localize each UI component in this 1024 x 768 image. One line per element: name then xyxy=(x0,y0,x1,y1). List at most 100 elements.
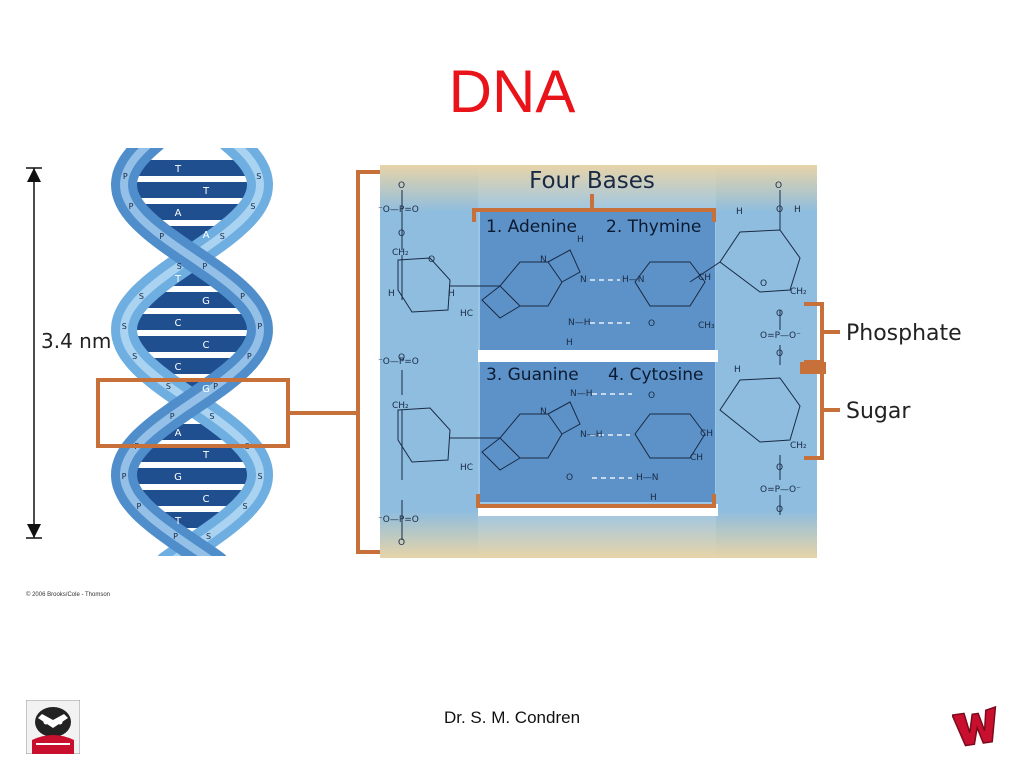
svg-text:N: N xyxy=(540,407,547,417)
four-bases-header: Four Bases xyxy=(529,168,655,194)
helix-rung-gap xyxy=(137,308,247,312)
helix-backbone-letter: S xyxy=(209,412,214,421)
svg-text:N—H: N—H xyxy=(580,430,603,440)
svg-text:O: O xyxy=(776,349,783,359)
helix-base-label: T xyxy=(202,186,210,197)
svg-text:O: O xyxy=(776,205,783,215)
helix-base-label: C xyxy=(203,340,210,351)
helix-backbone-letter: S xyxy=(256,172,261,181)
helix-rung-gap xyxy=(143,374,241,378)
helix-base-pair-rung xyxy=(137,292,247,308)
four-bases-bracket xyxy=(472,194,716,222)
helix-backbone-letter: P xyxy=(129,202,134,211)
helix-backbone-letter: S xyxy=(250,202,255,211)
helix-base-label: G xyxy=(174,472,182,483)
atom-labels: O ⁻O—P=O O CH₂ O H H O ⁻O—P=O CH₂ ⁻O—P=O… xyxy=(378,181,807,548)
helix-base-pair-rung xyxy=(128,160,256,176)
helix-base-pair-rung xyxy=(127,336,257,352)
helix-base-label: T xyxy=(174,164,182,175)
svg-text:CH: CH xyxy=(698,273,711,283)
helix-rung-gap xyxy=(132,506,252,510)
helix-base-label: A xyxy=(175,428,182,439)
helix-backbone-letter: P xyxy=(137,502,142,511)
slide-title: DNA xyxy=(448,58,576,125)
helix-backbone-letter: S xyxy=(139,292,144,301)
helix-rung-gap xyxy=(124,198,260,202)
helix-base-pair-rung xyxy=(124,314,260,330)
helix-backbone-letter: S xyxy=(166,382,171,391)
svg-text:H: H xyxy=(448,289,455,299)
helix-backbone-letter: S xyxy=(122,322,127,331)
svg-text:O: O xyxy=(776,463,783,473)
helix-backbone-letter: P xyxy=(170,412,175,421)
helix-base-label: G xyxy=(202,296,210,307)
helix-rung-gap xyxy=(151,440,233,444)
helix-base-pair-rung xyxy=(124,182,260,198)
adenine-label: 1. Adenine xyxy=(486,217,577,237)
cytosine-label: 4. Cytosine xyxy=(608,365,703,385)
svg-text:CH₃: CH₃ xyxy=(698,321,715,331)
svg-text:O: O xyxy=(398,181,405,191)
svg-text:O: O xyxy=(648,391,655,401)
helix-rung-gap xyxy=(127,352,257,356)
phosphate-label: Phosphate xyxy=(846,321,962,346)
adenine-thymine-pair-panel xyxy=(480,212,715,350)
helix-strand-b-highlight xyxy=(119,148,264,556)
svg-text:N: N xyxy=(540,255,547,265)
svg-text:H: H xyxy=(736,207,743,217)
helix-rung-gap xyxy=(128,176,256,180)
svg-text:O: O xyxy=(776,309,783,319)
svg-text:O: O xyxy=(398,538,405,548)
guanine-cytosine-pair-panel xyxy=(480,362,715,502)
helix-base-label: T xyxy=(174,274,182,285)
svg-text:O: O xyxy=(648,319,655,329)
svg-text:HC: HC xyxy=(460,309,473,319)
helix-backbone-letter: P xyxy=(122,472,127,481)
svg-text:O: O xyxy=(775,181,782,191)
svg-text:CH₂: CH₂ xyxy=(790,441,807,451)
svg-text:H: H xyxy=(566,338,573,348)
helix-backbone-letter: P xyxy=(159,232,164,241)
detail-panel xyxy=(380,165,817,558)
helix-base-pair-rung xyxy=(124,468,260,484)
svg-text:CH₂: CH₂ xyxy=(392,401,409,411)
helix-base-label: C xyxy=(203,494,210,505)
svg-text:H—N: H—N xyxy=(622,275,645,285)
svg-text:O: O xyxy=(398,229,405,239)
helix-backbone-letter: P xyxy=(123,172,128,181)
svg-text:H: H xyxy=(794,205,801,215)
helix-strand-a-highlight xyxy=(120,148,265,556)
helix-backbone-letter: P xyxy=(257,322,262,331)
detail-left-bracket xyxy=(356,170,380,554)
svg-text:⁻O—P=O: ⁻O—P=O xyxy=(378,205,419,215)
svg-text:N—H: N—H xyxy=(570,389,593,399)
helix-rung-gap xyxy=(180,418,204,422)
badger-mascot-icon xyxy=(26,700,80,754)
helix-backbone-letter: P xyxy=(240,292,245,301)
svg-text:N—H: N—H xyxy=(568,318,591,328)
helix-backbone-letter: S xyxy=(177,262,182,271)
helix-rung-gap xyxy=(124,484,260,488)
svg-text:CH: CH xyxy=(700,429,713,439)
svg-text:HC: HC xyxy=(460,463,473,473)
svg-text:O: O xyxy=(428,255,435,265)
helix-length-label: 3.4 nm xyxy=(41,329,111,353)
svg-text:O=P—O⁻: O=P—O⁻ xyxy=(760,485,801,495)
wisconsin-w-logo-icon xyxy=(952,705,997,747)
hydrogen-bonds xyxy=(590,279,632,479)
helix-rung-gap xyxy=(154,528,230,532)
helix-scale-bar xyxy=(26,167,124,539)
bracket-joint xyxy=(800,362,826,374)
helix-backbone-letter: P xyxy=(202,262,207,271)
helix-backbone-letter: P xyxy=(213,382,218,391)
svg-text:O: O xyxy=(776,505,783,515)
helix-backbone-letter: S xyxy=(257,472,262,481)
sugar-label: Sugar xyxy=(846,399,911,424)
helix-backbone-letter: P xyxy=(247,352,252,361)
helix-base-label: G xyxy=(202,384,210,395)
svg-text:⁻O—P=O: ⁻O—P=O xyxy=(378,515,419,525)
svg-text:H: H xyxy=(734,365,741,375)
bases-bottom-bracket xyxy=(476,494,716,508)
helix-backbone-letter: S xyxy=(206,532,211,541)
